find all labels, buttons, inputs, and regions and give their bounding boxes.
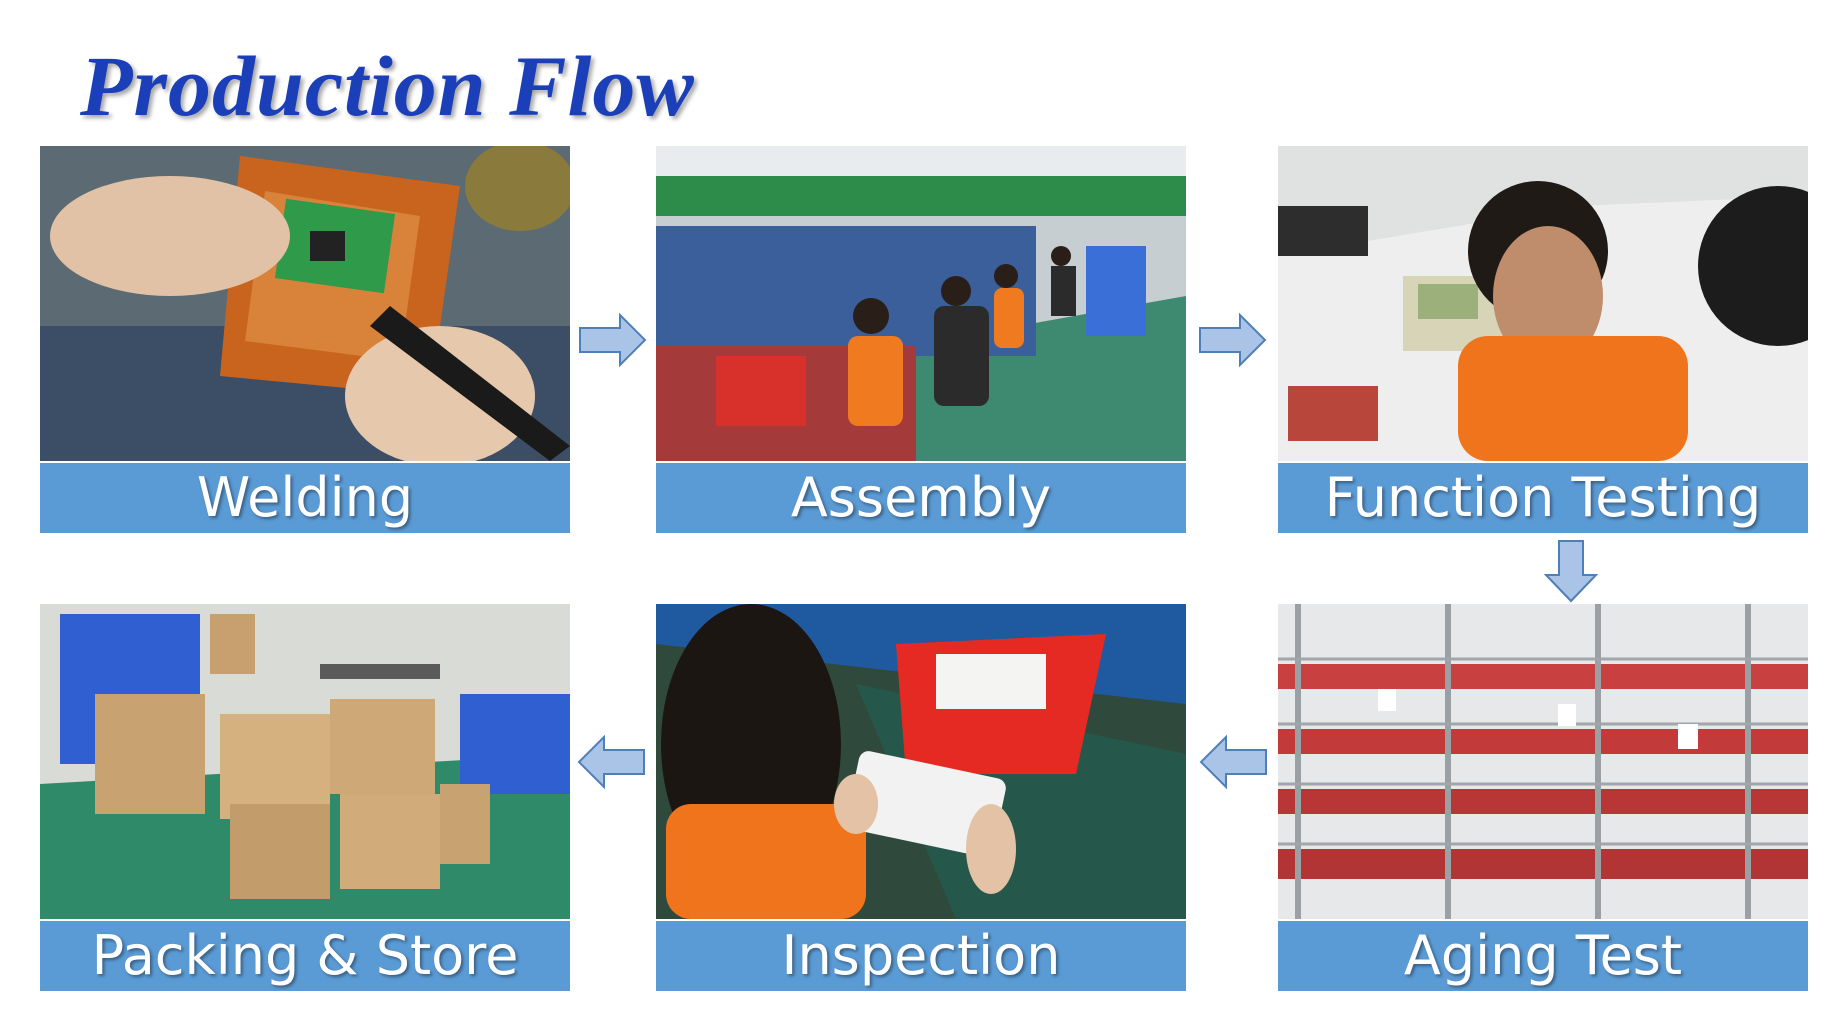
step-label: Inspection (656, 921, 1186, 991)
step-inspection: Inspection (656, 604, 1186, 991)
step-label: Function Testing (1278, 463, 1808, 533)
inspection-photo (656, 604, 1186, 919)
welding-photo (40, 146, 570, 461)
arrow-down-icon (1543, 540, 1599, 603)
arrow-left-icon (1199, 734, 1267, 790)
arrow-left-icon (577, 734, 645, 790)
step-label: Packing & Store (40, 921, 570, 991)
step-packing-store: Packing & Store (40, 604, 570, 991)
arrow-right-icon (579, 312, 647, 368)
aging-test-photo (1278, 604, 1808, 919)
step-assembly: Assembly (656, 146, 1186, 533)
packing-store-photo (40, 604, 570, 919)
page-title: Production Flow (80, 38, 695, 134)
assembly-photo (656, 146, 1186, 461)
function-testing-photo (1278, 146, 1808, 461)
step-label: Aging Test (1278, 921, 1808, 991)
step-function-testing: Function Testing (1278, 146, 1808, 533)
step-aging-test: Aging Test (1278, 604, 1808, 991)
step-label: Welding (40, 463, 570, 533)
step-welding: Welding (40, 146, 570, 533)
step-label: Assembly (656, 463, 1186, 533)
arrow-right-icon (1199, 312, 1267, 368)
